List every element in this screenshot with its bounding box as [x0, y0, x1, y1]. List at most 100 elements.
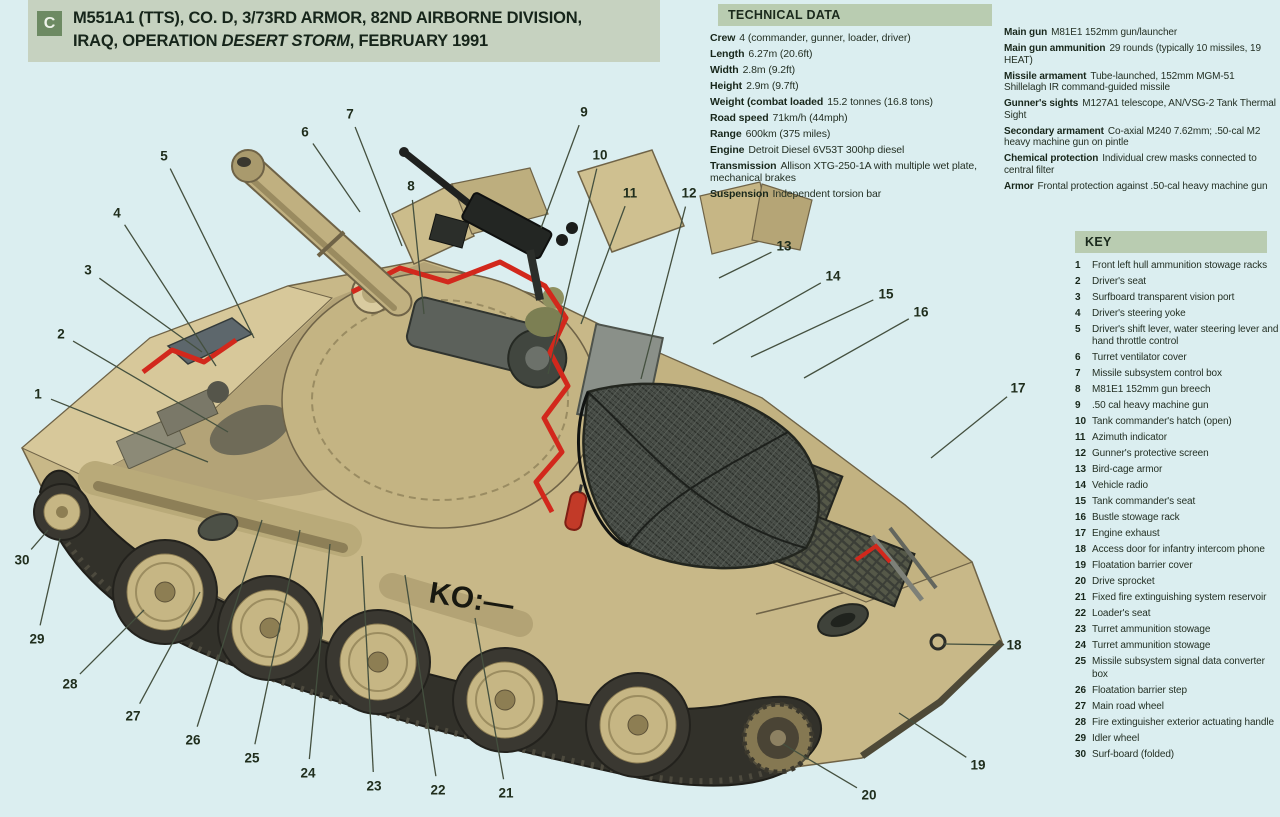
mg-grip: [556, 234, 568, 246]
key-item-number: 12: [1075, 448, 1086, 460]
plate-letter-badge: C: [37, 11, 62, 36]
key-item-text: Turret ammunition stowage: [1092, 624, 1211, 636]
side-hatch-oval: [197, 513, 239, 541]
title-block: C M551A1 (TTS), CO. D, 3/73RD ARMOR, 82N…: [28, 0, 660, 62]
intercom-door-ring: [929, 633, 947, 651]
key-item-number: 30: [1075, 748, 1086, 760]
key-item-number: 17: [1075, 528, 1086, 540]
tech-data-value: Individual crew masks connected to centr…: [1004, 153, 1257, 176]
key-item-number: 20: [1075, 576, 1086, 588]
tech-data-value: Frontal protection against .50-cal heavy…: [1037, 180, 1268, 192]
callout-line-23: [361, 555, 374, 773]
callout-number-19: 19: [970, 758, 985, 773]
tech-data-value: M127A1 telescope, AN/VSG-2 Tank Thermal …: [1004, 98, 1276, 121]
key-item-number: 16: [1075, 512, 1086, 524]
key-item-number: 18: [1075, 544, 1086, 556]
callout-number-4: 4: [113, 206, 121, 221]
key-item-number: 6: [1075, 352, 1081, 364]
key-item-number: 24: [1075, 640, 1086, 652]
key-item-text: Idler wheel: [1092, 732, 1140, 744]
callout-number-21: 21: [498, 786, 514, 801]
callout-number-12: 12: [681, 186, 696, 201]
key-item-text: Fixed fire extinguishing system reservoi…: [1092, 592, 1267, 604]
idler-wheel: [33, 483, 91, 541]
tech-data-value: 4 (commander, gunner, loader, driver): [739, 32, 911, 44]
muzzle-bore: [237, 157, 251, 167]
mg-ammo-box: [428, 213, 470, 249]
turret: [281, 259, 668, 529]
tech-data-label: Main gun ammunition: [1004, 43, 1106, 54]
track-teeth: [39, 498, 809, 785]
key-item-number: 19: [1075, 560, 1086, 572]
road-wheel: [452, 647, 558, 753]
tech-data-value: Co-axial M240 7.62mm; .50-cal M2 heavy m…: [1004, 125, 1261, 149]
key-item-text: Tank commander's hatch (open): [1092, 416, 1232, 428]
key-item-text: Driver's shift lever, water steering lev…: [1092, 324, 1279, 348]
callout-line-3: [98, 277, 203, 353]
key-item-text: Front left hull ammunition stowage racks: [1092, 260, 1267, 271]
callout-line-29: [39, 537, 61, 626]
key-item-text: Vehicle radio: [1092, 480, 1148, 492]
tech-data-label: Height: [710, 80, 743, 92]
sponson-tube: [78, 461, 362, 557]
callout-line-28: [79, 609, 145, 675]
road-wheel: [325, 609, 431, 715]
fifty-cal-mg: [399, 147, 578, 301]
callout-number-3: 3: [84, 263, 92, 278]
callout-number-22: 22: [430, 783, 445, 798]
key-item-number: 22: [1075, 608, 1086, 620]
callout-number-5: 5: [160, 149, 168, 164]
tech-data-label: Transmission: [710, 160, 777, 172]
key-item-number: 26: [1075, 684, 1086, 696]
callout-line-16: [803, 318, 910, 379]
tech-data-value: 2.9m (9.7ft): [746, 80, 799, 92]
key-item-text: Bird-cage armor: [1092, 464, 1163, 476]
tech-data-label: Chemical protection: [1004, 153, 1099, 164]
callout-number-16: 16: [913, 305, 929, 320]
callout-number-13: 13: [776, 239, 792, 254]
callout-line-6: [312, 143, 361, 213]
callout-number-30: 30: [14, 553, 29, 568]
key-item-text: Driver's seat: [1092, 276, 1146, 287]
key-item: 6 Turret ventilator cover: [1075, 352, 1280, 364]
key-item-text: M81E1 152mm gun breech: [1092, 384, 1211, 396]
rear-exhaust-core: [830, 612, 856, 628]
tech-data-label: Main gun: [1004, 27, 1048, 38]
key-item-number: 14: [1075, 480, 1086, 492]
callout-line-10: [547, 168, 598, 375]
title-line-1: M551A1 (TTS), CO. D, 3/73RD ARMOR, 82ND …: [73, 9, 582, 27]
side-tube: [379, 573, 533, 637]
driver-seat-shape: [209, 404, 291, 456]
key-item-number: 5: [1075, 324, 1081, 335]
callout-line-13: [718, 251, 772, 279]
key-item-text: Tank commander's seat: [1092, 496, 1196, 508]
tech-data-value: Tube-launched, 152mm MGM-51 Shillelagh I…: [1004, 70, 1235, 94]
key-item-number: 8: [1075, 384, 1081, 396]
crew-figure-body: [525, 307, 565, 337]
fire-extinguisher: [564, 484, 588, 531]
title-line-2: IRAQ, OPERATION DESERT STORM, FEBRUARY 1…: [73, 32, 488, 50]
key-item-text: Turret ventilator cover: [1092, 352, 1187, 364]
main-gun-barrel: [231, 149, 413, 317]
callout-number-7: 7: [346, 107, 354, 122]
key-item-number: 4: [1075, 308, 1081, 319]
